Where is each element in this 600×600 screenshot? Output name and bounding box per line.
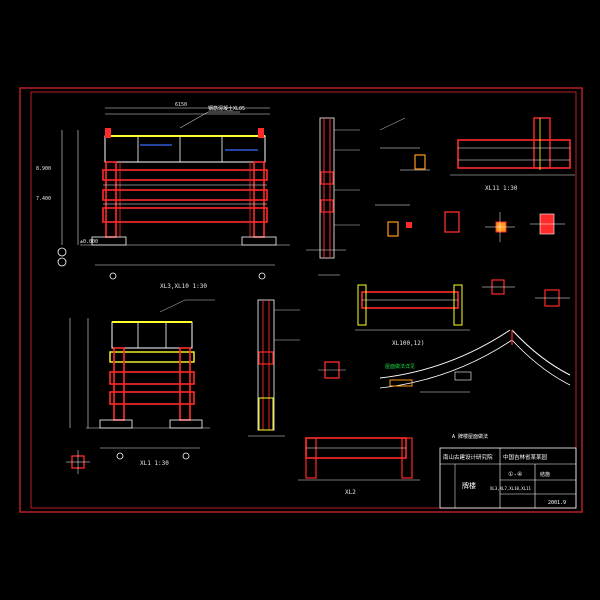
title-date: 2001.9	[548, 500, 566, 506]
title-block-frame	[439, 447, 577, 509]
column-section-2	[248, 299, 300, 437]
roof-note: 屋面做法详见	[385, 363, 415, 370]
title-drawing-numbers: XL3,XL7,XL10,XL11	[490, 486, 532, 491]
title-sheet-no: 结施	[540, 471, 550, 478]
xl3-elev-1: 8.900	[36, 166, 51, 172]
title-drawing-name: ①-④	[508, 471, 522, 478]
drawing-frame-inner	[30, 91, 577, 509]
detail-bracket-2	[375, 204, 412, 237]
xl100-beam	[355, 284, 470, 331]
xl11-elevation	[450, 117, 575, 176]
title-project: 中国吉林省某某园	[503, 453, 548, 461]
xl1-title: XL1 1:30	[140, 460, 169, 467]
xl3-span-dim: 6150	[175, 102, 187, 108]
small-box-detail	[318, 361, 346, 379]
xl3-title: XL3,XL10 1:30	[160, 283, 207, 290]
xl3-note: 钢筋混凝土XL05	[208, 105, 245, 112]
xl1-elevation	[69, 299, 215, 460]
roof-section	[379, 329, 571, 393]
title-sheet-label: 牌楼	[462, 481, 476, 490]
title-company: 南山古建设计研究院	[443, 453, 493, 461]
column-section-1	[306, 117, 360, 276]
base-detail	[66, 450, 90, 474]
xl2-beam	[298, 437, 420, 481]
section-a-note: A 牌楼屋面做法	[452, 433, 488, 440]
xl3-elev-3: ±0.000	[80, 239, 98, 245]
detail-bracket-1	[379, 117, 430, 171]
xl3-elevation	[57, 107, 290, 280]
xl100-sections	[482, 279, 570, 307]
drawing-frame-outer	[19, 87, 583, 513]
xl3-elev-2: 7.400	[36, 196, 51, 202]
xl11-title: XL11 1:30	[485, 185, 518, 192]
xl11-sections	[444, 211, 565, 242]
xl2-title: XL2	[345, 489, 356, 496]
xl100-title: XL100,12)	[392, 340, 425, 347]
